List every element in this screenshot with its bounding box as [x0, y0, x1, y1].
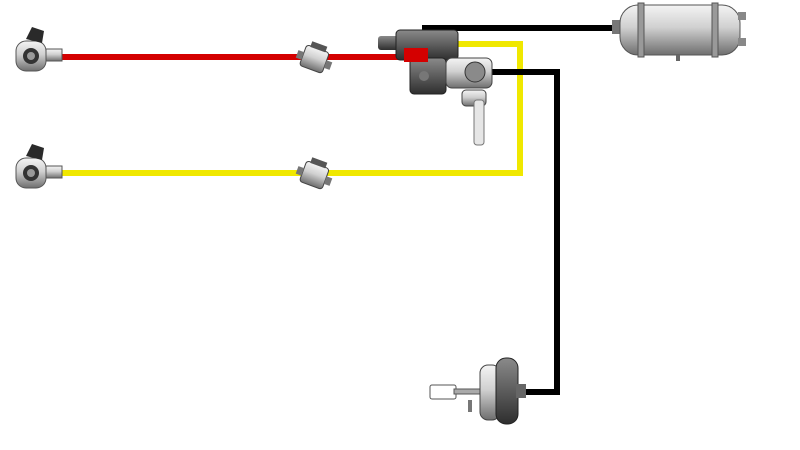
brake-chamber: [429, 357, 526, 425]
line-filter-control: [295, 41, 333, 74]
coupling-head-control: [15, 27, 63, 72]
coupling-head-supply: [15, 144, 63, 189]
air-reservoir: [612, 2, 746, 61]
brake-chamber-line: [490, 69, 560, 395]
line-filter-supply: [295, 157, 333, 190]
trailer-brake-valve: [378, 29, 493, 146]
supply-line: [62, 41, 523, 176]
